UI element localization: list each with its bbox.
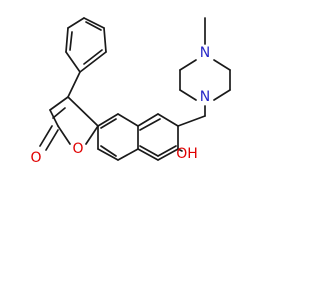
- bond-line: [117, 113, 139, 127]
- bond-layer: [39, 17, 231, 161]
- bond-line: [157, 145, 177, 157]
- bond-line: [213, 59, 231, 71]
- bond-line: [157, 113, 179, 127]
- bond-line: [45, 129, 59, 151]
- hydroxyl-label: OH: [176, 146, 198, 162]
- bond-line: [139, 118, 161, 131]
- structure-canvas: N N O O OH: [30, 17, 231, 166]
- bond-line: [49, 96, 69, 111]
- bond-line: [69, 31, 73, 51]
- bond-line: [85, 125, 99, 145]
- bond-line: [83, 49, 103, 65]
- bond-line: [67, 17, 85, 29]
- bond-line: [117, 148, 139, 161]
- bond-line: [52, 107, 66, 119]
- ring-oxygen-label: O: [72, 141, 83, 157]
- bond-line: [179, 89, 197, 101]
- bond-line: [39, 125, 53, 147]
- bond-line: [97, 113, 119, 127]
- benzyl-nitrogen-label: N: [200, 89, 210, 105]
- chemical-structure: N N O O OH: [30, 17, 231, 166]
- bond-line: [83, 17, 105, 29]
- bond-line: [67, 71, 81, 98]
- bond-line: [65, 51, 81, 73]
- bond-line: [139, 145, 159, 157]
- atom-label-layer: N N O O OH: [30, 45, 210, 166]
- bond-line: [100, 118, 117, 129]
- bond-line: [65, 27, 69, 53]
- bond-line: [57, 125, 71, 145]
- bond-line: [179, 59, 197, 71]
- bond-line: [79, 51, 107, 73]
- bond-line: [157, 148, 179, 161]
- carbonyl-oxygen-label: O: [30, 150, 41, 166]
- bond-line: [97, 148, 119, 161]
- bond-line: [137, 113, 159, 127]
- bond-line: [100, 145, 117, 157]
- methyl-nitrogen-label: N: [200, 45, 210, 61]
- bond-line: [137, 148, 159, 161]
- bond-line: [85, 21, 102, 31]
- bond-line: [103, 27, 107, 53]
- bond-line: [177, 148, 183, 152]
- bond-line: [177, 115, 206, 127]
- bond-line: [213, 89, 231, 101]
- bond-line: [67, 96, 99, 127]
